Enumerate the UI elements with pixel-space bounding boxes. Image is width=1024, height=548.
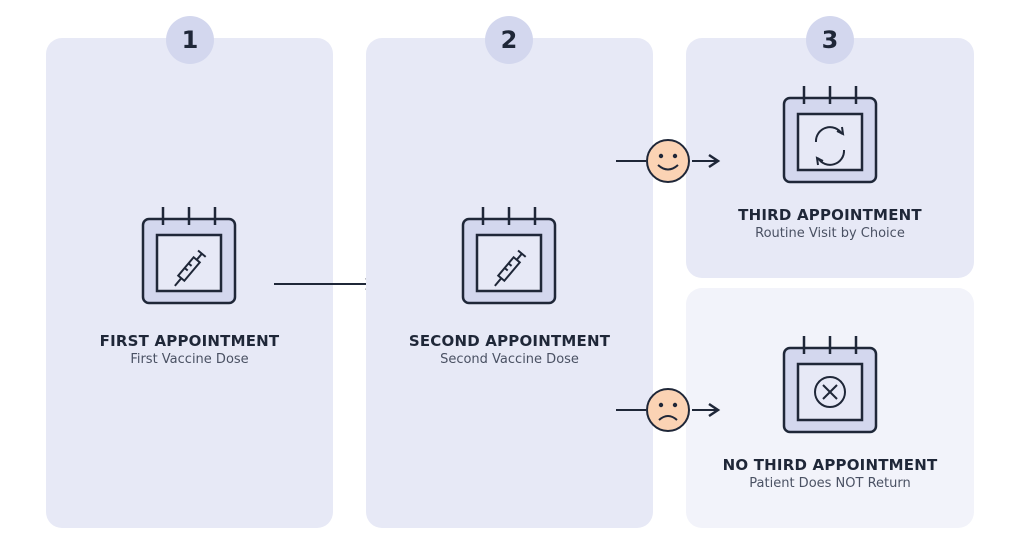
calendar-syringe-icon [459,197,559,307]
step-1-subtitle: First Vaccine Dose [130,352,249,367]
step-2-subtitle: Second Vaccine Dose [440,352,579,367]
step-1-title: FIRST APPOINTMENT [99,332,280,350]
outcome-no-third-appointment-title: NO THIRD APPOINTMENT [722,456,938,474]
arrow-to-third-appointment [616,153,721,169]
step-2-badge: 2 [485,16,533,64]
frowny-face-icon [645,387,691,433]
outcome-third-appointment-subtitle: Routine Visit by Choice [755,226,905,241]
step-1-badge: 1 [166,16,214,64]
step-2-title: SECOND APPOINTMENT [408,332,611,350]
calendar-syringe-icon [139,197,239,307]
outcome-no-third-appointment-subtitle: Patient Does NOT Return [749,476,911,491]
calendar-x-icon [780,326,880,436]
arrow-to-no-third-appointment [616,402,721,418]
step-3-badge: 3 [806,16,854,64]
calendar-refresh-icon [780,76,880,186]
smiley-face-icon [645,138,691,184]
outcome-third-appointment-title: THIRD APPOINTMENT [738,206,922,224]
